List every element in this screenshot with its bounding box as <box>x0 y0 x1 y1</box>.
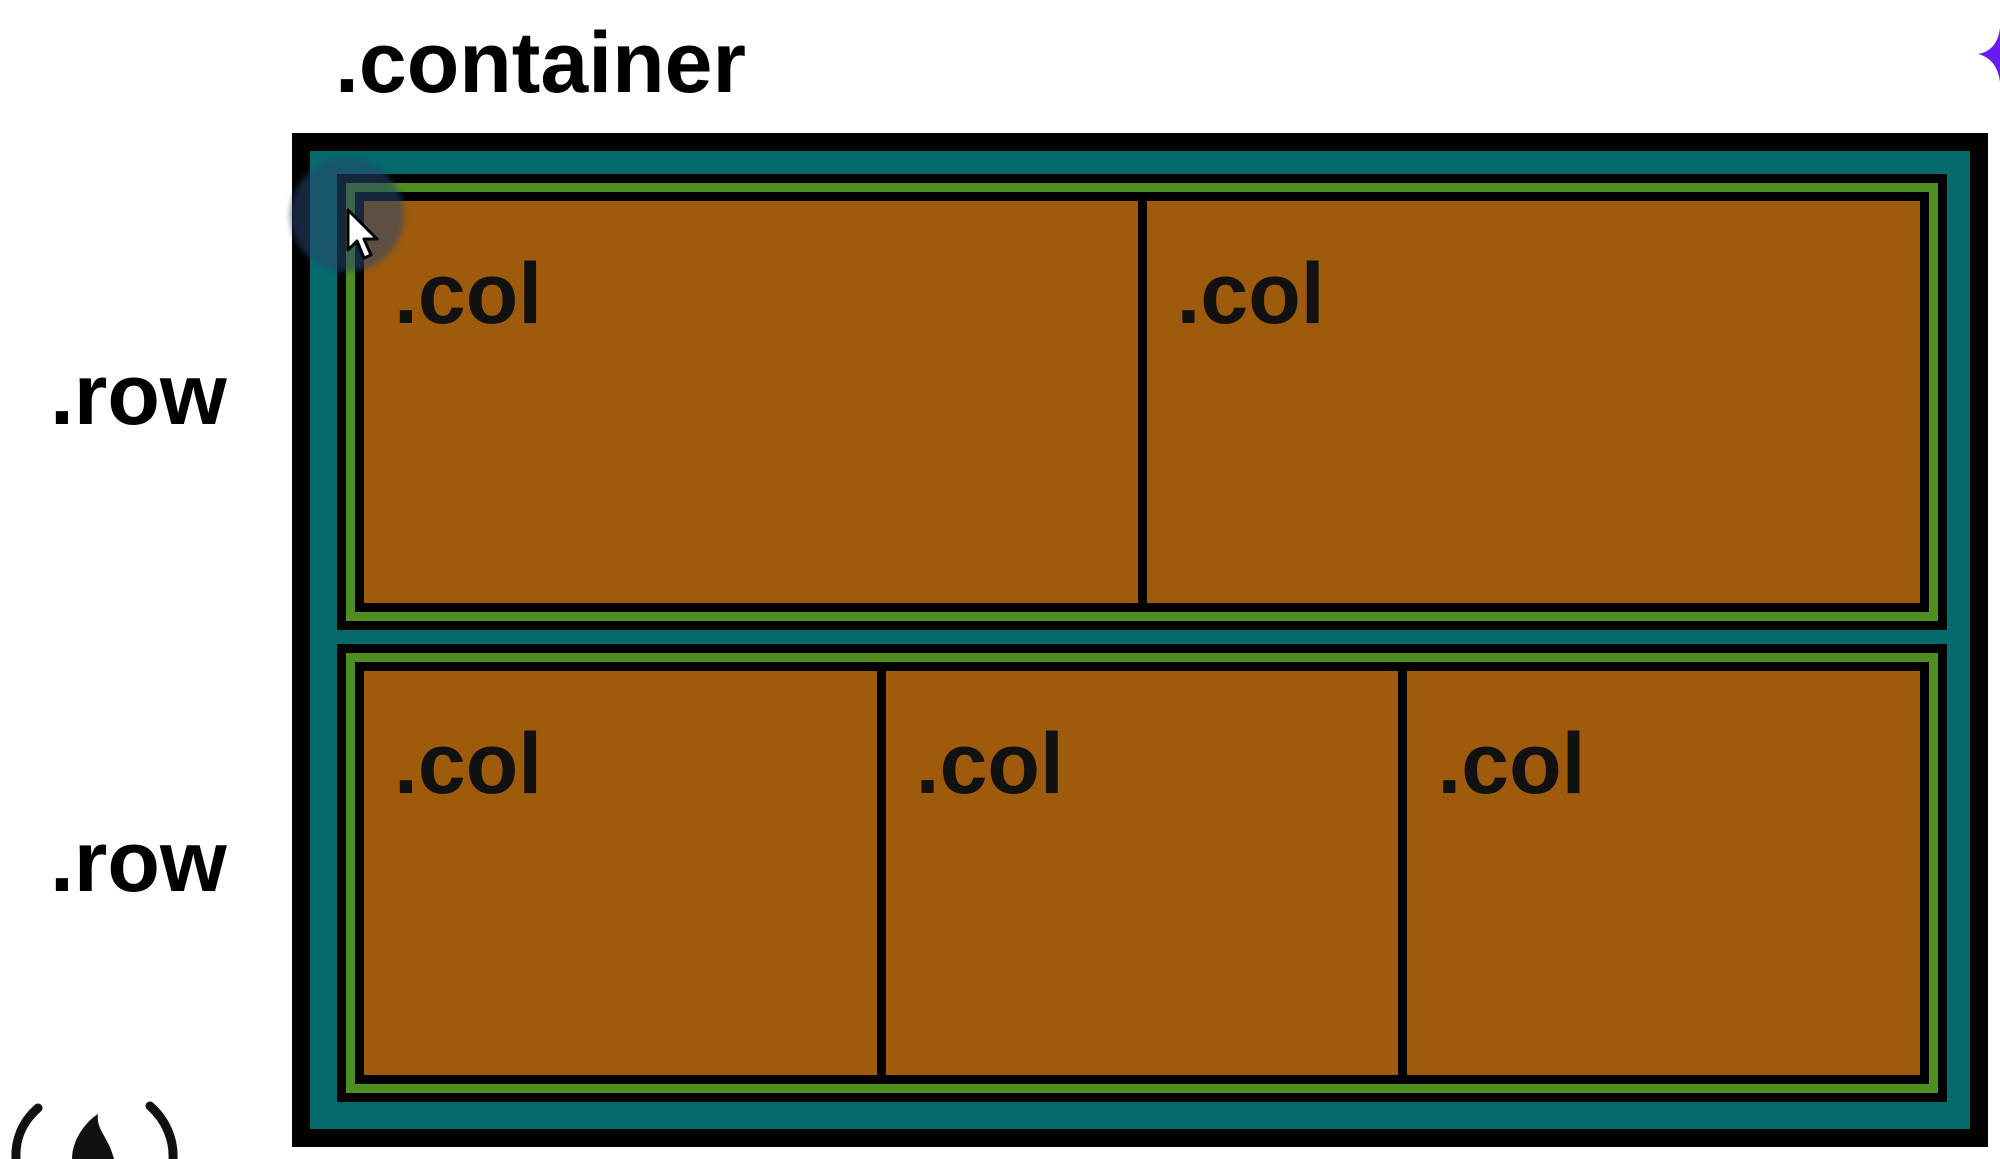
col-label: .col <box>1437 716 1586 812</box>
col-box-1-2: .col <box>1137 201 1920 603</box>
mouse-pointer-icon <box>346 208 379 260</box>
star-icon <box>1978 28 2000 82</box>
col-label: .col <box>394 246 543 342</box>
col-box-2-1: .col <box>364 671 877 1075</box>
row-label-1: .row <box>50 347 227 443</box>
col-box-1-1: .col <box>364 201 1138 603</box>
row-inner-1: .col .col <box>355 192 1929 612</box>
col-label: .col <box>394 716 543 812</box>
row-box-2: .col .col .col <box>337 644 1947 1102</box>
row-box-1: .col .col <box>337 174 1947 630</box>
col-label: .col <box>915 716 1064 812</box>
container-label: .container <box>335 15 746 111</box>
row-label-2: .row <box>50 814 227 910</box>
col-box-2-3: .col <box>1398 671 1921 1075</box>
flame-logo-icon <box>11 1101 178 1159</box>
col-label: .col <box>1176 246 1325 342</box>
row-inner-2: .col .col .col <box>355 662 1929 1084</box>
col-box-2-2: .col <box>876 671 1399 1075</box>
